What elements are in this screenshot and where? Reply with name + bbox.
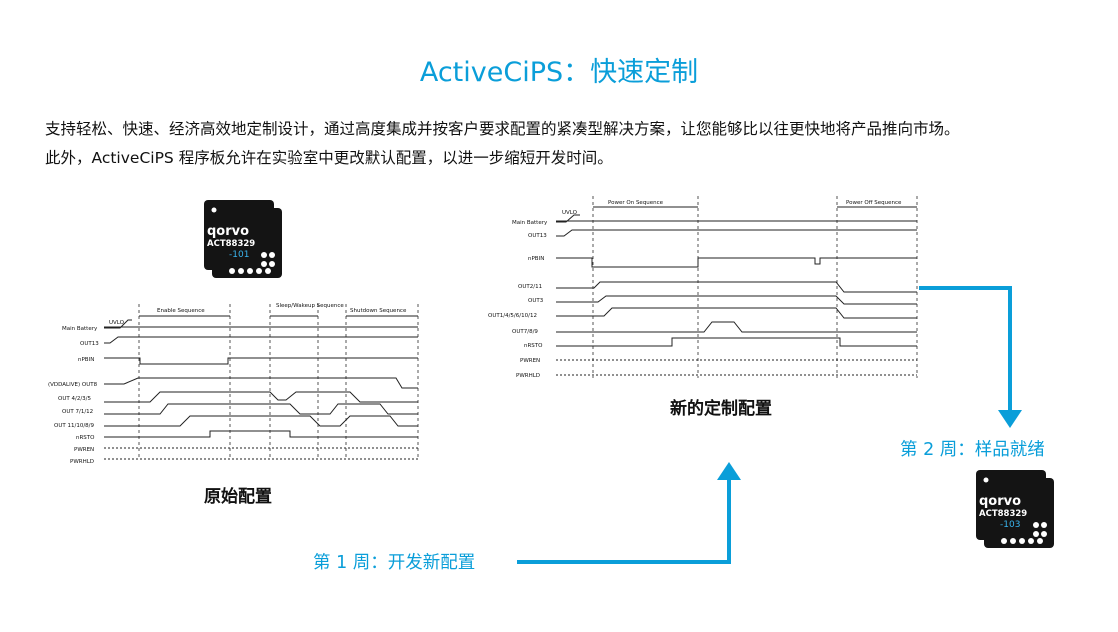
caption-original: 原始配置 bbox=[204, 487, 272, 507]
svg-text:nPBIN: nPBIN bbox=[528, 256, 544, 262]
section-power-off: Power Off Sequence bbox=[846, 200, 902, 206]
svg-text:PWRHLD: PWRHLD bbox=[516, 373, 540, 379]
arrow-week2 bbox=[919, 286, 1022, 428]
svg-text:nRSTO: nRSTO bbox=[76, 435, 95, 441]
svg-text:PWREN: PWREN bbox=[74, 447, 94, 453]
chip-act88329-101: qorvo ACT88329 -101 bbox=[204, 200, 282, 278]
svg-text:OUT13: OUT13 bbox=[80, 341, 99, 347]
chip-brand: qorvo bbox=[207, 224, 249, 239]
svg-text:OUT2/11: OUT2/11 bbox=[518, 284, 542, 290]
step-week2-label: 第 2 周：样品就绪 bbox=[900, 440, 1045, 460]
section-power-on: Power On Sequence bbox=[608, 200, 664, 206]
svg-text:UVLO: UVLO bbox=[109, 320, 125, 326]
section-sleep: Sleep/Wakeup Sequence bbox=[276, 303, 344, 309]
chip-part: ACT88329 bbox=[979, 509, 1027, 519]
arrow-week1 bbox=[517, 462, 741, 564]
section-shutdown: Shutdown Sequence bbox=[350, 308, 407, 314]
svg-text:OUT 11/10/8/9: OUT 11/10/8/9 bbox=[54, 423, 95, 429]
svg-text:OUT 4/2/3/5: OUT 4/2/3/5 bbox=[58, 396, 92, 402]
svg-text:Main Battery: Main Battery bbox=[62, 326, 98, 332]
description-line-2: 此外，ActiveCiPS 程序板允许在实验室中更改默认配置，以进一步缩短开发时… bbox=[45, 149, 613, 167]
description-line-1: 支持轻松、快速、经济高效地定制设计，通过高度集成并按客户要求配置的紧凑型解决方案… bbox=[45, 120, 960, 138]
svg-text:nPBIN: nPBIN bbox=[78, 357, 94, 363]
chip-variant: -103 bbox=[1000, 520, 1020, 530]
original-diagram-labels: Enable Sequence Sleep/Wakeup Sequence Sh… bbox=[48, 303, 407, 465]
svg-text:PWREN: PWREN bbox=[520, 358, 540, 364]
svg-text:OUT 7/1/12: OUT 7/1/12 bbox=[62, 409, 93, 415]
svg-text:OUT7/8/9: OUT7/8/9 bbox=[512, 329, 538, 335]
page-title: ActiveCiPS：快速定制 bbox=[419, 57, 699, 88]
svg-text:OUT1/4/5/6/10/12: OUT1/4/5/6/10/12 bbox=[488, 313, 537, 319]
chip-variant: -101 bbox=[229, 250, 249, 260]
new-timing-diagram bbox=[556, 196, 918, 378]
chip-act88329-103: qorvo ACT88329 -103 bbox=[976, 470, 1054, 548]
svg-text:Main Battery: Main Battery bbox=[512, 220, 548, 226]
step-week1-label: 第 1 周：开发新配置 bbox=[313, 553, 476, 573]
original-timing-diagram bbox=[104, 304, 419, 460]
new-diagram-labels: Power On Sequence Power Off Sequence UVL… bbox=[488, 200, 902, 379]
svg-text:OUT3: OUT3 bbox=[528, 298, 544, 304]
caption-new: 新的定制配置 bbox=[670, 399, 772, 419]
svg-text:nRSTO: nRSTO bbox=[524, 343, 543, 349]
chip-part: ACT88329 bbox=[207, 239, 255, 249]
svg-text:PWRHLD: PWRHLD bbox=[70, 459, 94, 465]
chip-brand: qorvo bbox=[979, 494, 1021, 509]
svg-text:OUT13: OUT13 bbox=[528, 233, 547, 239]
svg-text:(VDDALIVE) OUT8: (VDDALIVE) OUT8 bbox=[48, 382, 98, 388]
section-enable: Enable Sequence bbox=[157, 308, 205, 314]
svg-text:UVLO: UVLO bbox=[562, 210, 578, 216]
